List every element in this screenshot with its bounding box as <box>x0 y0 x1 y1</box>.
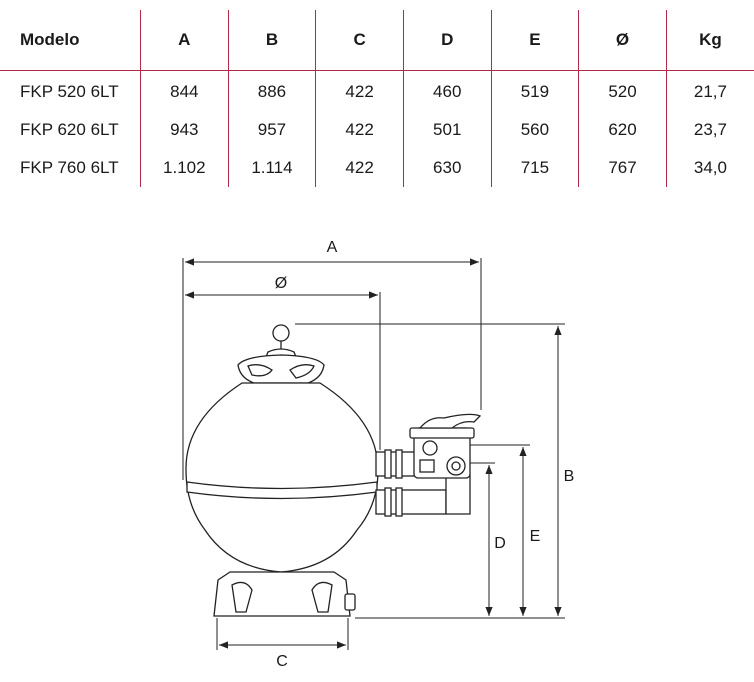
cell-diameter: 767 <box>578 149 667 187</box>
table-row: FKP 620 6LT 943 957 422 501 560 620 23,7 <box>0 111 754 149</box>
header-d: D <box>402 10 492 71</box>
label-d: D <box>494 535 506 552</box>
cell-c: 422 <box>315 111 404 149</box>
cell-b: 1.114 <box>227 149 316 187</box>
cell-kg: 34,0 <box>665 149 754 187</box>
cell-c: 422 <box>315 70 404 111</box>
header-kg: Kg <box>665 10 754 71</box>
cell-diameter: 520 <box>578 70 667 111</box>
cell-d: 460 <box>402 70 492 111</box>
cell-e: 519 <box>490 70 579 111</box>
label-e: E <box>530 528 541 545</box>
cell-e: 560 <box>490 111 579 149</box>
header-diameter: Ø <box>578 10 667 71</box>
header-a: A <box>140 10 229 71</box>
cell-e: 715 <box>490 149 579 187</box>
label-diameter: Ø <box>275 275 287 292</box>
cell-a: 844 <box>140 70 229 111</box>
cell-d: 501 <box>402 111 492 149</box>
header-modelo: Modelo <box>0 10 141 71</box>
label-a: A <box>327 239 338 256</box>
header-c: C <box>315 10 404 71</box>
cell-model: FKP 620 6LT <box>20 120 119 139</box>
cell-c: 422 <box>315 149 404 187</box>
filter-drawing <box>185 324 482 617</box>
dimension-lines <box>182 258 565 650</box>
cell-a: 943 <box>140 111 229 149</box>
dimension-labels: A Ø B E D C <box>275 239 575 670</box>
label-b: B <box>564 468 575 485</box>
table-row: FKP 760 6LT 1.102 1.114 422 630 715 767 … <box>0 149 754 187</box>
cell-d: 630 <box>402 149 492 187</box>
table-row: FKP 520 6LT 844 886 422 460 519 520 21,7 <box>0 70 754 111</box>
table-header-row: Modelo A B C D E Ø Kg <box>0 10 754 71</box>
cell-diameter: 620 <box>578 111 667 149</box>
cell-a: 1.102 <box>140 149 229 187</box>
dimensions-table: Modelo A B C D E Ø Kg FKP 520 6LT 844 88… <box>0 10 754 187</box>
header-e: E <box>490 10 579 71</box>
header-b: B <box>227 10 316 71</box>
label-c: C <box>276 653 288 670</box>
cell-model: FKP 520 6LT <box>20 82 119 101</box>
cell-kg: 23,7 <box>665 111 754 149</box>
cell-kg: 21,7 <box>665 70 754 111</box>
cell-b: 957 <box>227 111 316 149</box>
cell-model: FKP 760 6LT <box>20 158 119 177</box>
cell-b: 886 <box>227 70 316 111</box>
